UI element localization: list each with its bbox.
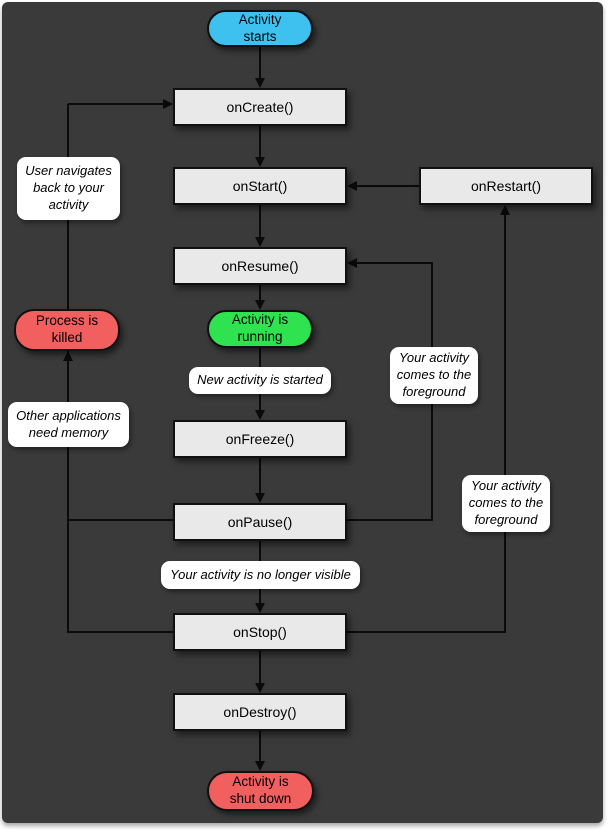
note-comes-to-foreground-right: Your activity comes to the foreground xyxy=(462,475,550,532)
node-activity-starts: Activity starts xyxy=(207,10,313,47)
note-other-applications-need-memory: Other applications need memory xyxy=(8,402,129,447)
node-onstart: onStart() xyxy=(173,167,347,205)
note-comes-to-foreground-left: Your activity comes to the foreground xyxy=(390,347,478,404)
arrowhead xyxy=(255,78,265,88)
arrowhead xyxy=(347,181,357,191)
node-onstop: onStop() xyxy=(173,613,347,651)
arrowhead xyxy=(500,205,510,215)
arrowhead xyxy=(347,258,357,268)
node-oncreate: onCreate() xyxy=(173,88,347,126)
node-process-killed: Process is killed xyxy=(14,309,120,351)
arrowhead xyxy=(255,761,265,771)
note-user-navigates-back: User navigates back to your activity xyxy=(17,157,120,220)
node-onpause: onPause() xyxy=(173,503,347,541)
arrowhead xyxy=(255,683,265,693)
arrowhead xyxy=(255,603,265,613)
node-onrestart: onRestart() xyxy=(419,167,593,205)
arrowhead xyxy=(255,410,265,420)
note-activity-no-longer-visible: Your activity is no longer visible xyxy=(161,561,360,589)
arrowhead xyxy=(255,237,265,247)
note-new-activity-is-started: New activity is started xyxy=(189,367,331,394)
node-ondestroy: onDestroy() xyxy=(173,693,347,731)
arrowhead xyxy=(255,493,265,503)
node-activity-running: Activity is running xyxy=(207,310,313,348)
node-onresume: onResume() xyxy=(173,247,347,285)
arrowhead-into-process-killed xyxy=(63,351,73,361)
node-activity-shut-down: Activity is shut down xyxy=(207,771,314,811)
arrowhead xyxy=(255,157,265,167)
node-onfreeze: onFreeze() xyxy=(173,420,347,458)
arrowhead xyxy=(255,300,265,310)
arrowhead-into-oncreate xyxy=(163,99,173,109)
